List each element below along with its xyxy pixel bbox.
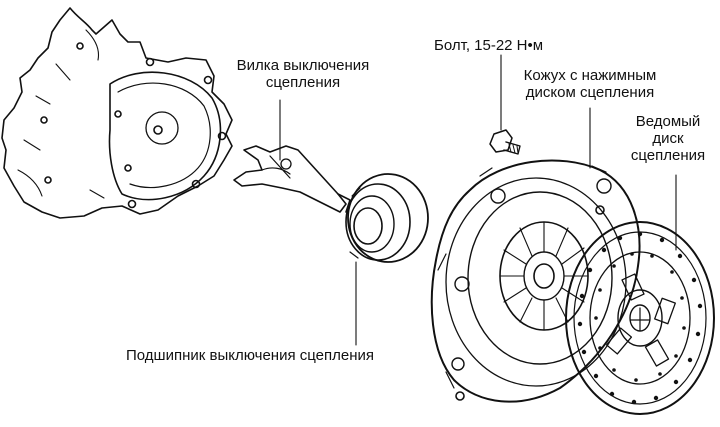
- release-bearing: [345, 173, 429, 263]
- clutch-housing: [1, 7, 233, 219]
- bearing-label: Подшипник выключения сцепления: [126, 347, 375, 364]
- fork-label-line-1: Вилка выключения: [236, 57, 370, 74]
- fork-label-line-2: сцепления: [265, 74, 341, 91]
- cover-label: Кожух с нажимным диском сцепления: [508, 67, 672, 101]
- disc-label: Ведомый диск сцепления: [620, 113, 716, 164]
- cover-label-line-1: Кожух с нажимным: [523, 67, 657, 84]
- disc-label-line-1: Ведомый: [635, 113, 701, 130]
- fork-label: Вилка выключения сцепления: [222, 57, 384, 91]
- release-fork: [233, 145, 351, 213]
- disc-label-line-2: диск: [652, 130, 684, 147]
- cover-label-line-2: диском сцепления: [525, 84, 655, 101]
- disc-label-line-3: сцепления: [630, 147, 706, 164]
- clutch-cover: [430, 159, 641, 403]
- bolt: [489, 129, 521, 155]
- bolt-label: Болт, 15-22 Н•м: [434, 37, 544, 54]
- leader-lines: [279, 54, 677, 346]
- driven-disc: [565, 221, 715, 415]
